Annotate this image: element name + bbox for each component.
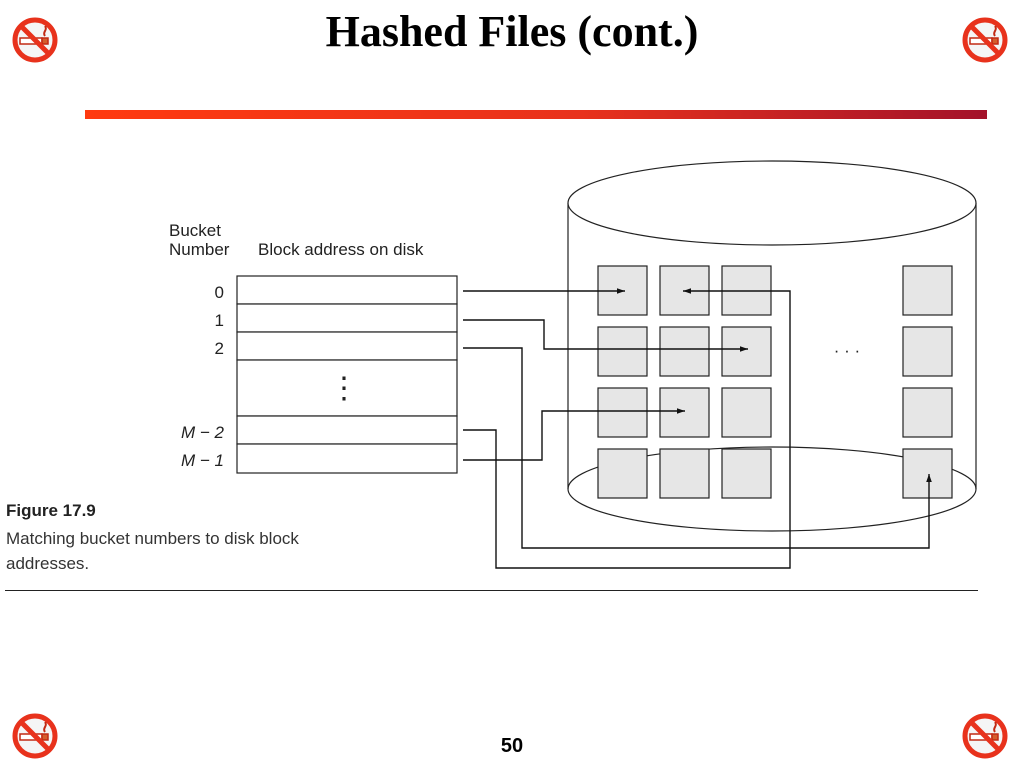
arrow-bucket-m-minus-1 <box>463 408 685 461</box>
disk-block <box>659 387 710 438</box>
disk-block <box>902 448 953 499</box>
bucket-label-0: 0 <box>215 283 224 302</box>
bucket-table <box>236 275 458 474</box>
disk-blocks <box>597 265 953 499</box>
disk-block <box>659 326 710 377</box>
table-ellipsis: ⋮ <box>329 372 359 405</box>
bucket-cell <box>236 415 458 445</box>
bucket-cell <box>236 303 458 333</box>
disk-block <box>597 448 648 499</box>
arrow-bucket-m-minus-2 <box>463 288 791 569</box>
bucket-label-m-minus-1: M − 1 <box>181 451 224 470</box>
disk-block <box>721 448 772 499</box>
figure-bottom-rule <box>5 590 978 591</box>
block-address-header: Block address on disk <box>258 240 424 259</box>
bucket-cell <box>236 275 458 305</box>
slide-title: Hashed Files (cont.) <box>325 7 699 56</box>
page-number: 50 <box>500 735 524 757</box>
number-header: Number <box>169 240 230 259</box>
bucket-cell <box>236 359 458 417</box>
disk-block <box>902 326 953 377</box>
bucket-cell <box>236 331 458 361</box>
disk-cylinder <box>567 160 977 532</box>
title-underline <box>85 110 987 119</box>
disk-block <box>597 326 648 377</box>
bucket-label-1: 1 <box>215 311 224 330</box>
disk-ellipsis: · · · <box>834 341 860 360</box>
disk-block <box>902 387 953 438</box>
disk-block <box>597 387 648 438</box>
arrow-bucket-1 <box>463 319 748 352</box>
figure-caption-text: Matching bucket numbers to disk block ad… <box>6 529 299 573</box>
disk-block <box>721 326 772 377</box>
arrow-bucket-2 <box>463 347 932 549</box>
bucket-header: Bucket <box>169 221 221 240</box>
figure-caption-title: Figure 17.9 <box>6 501 96 520</box>
disk-block <box>659 448 710 499</box>
bucket-label-m-minus-2: M − 2 <box>181 423 225 442</box>
bucket-cell <box>236 443 458 474</box>
bucket-label-2: 2 <box>215 339 224 358</box>
disk-block <box>902 265 953 316</box>
disk-block <box>721 387 772 438</box>
